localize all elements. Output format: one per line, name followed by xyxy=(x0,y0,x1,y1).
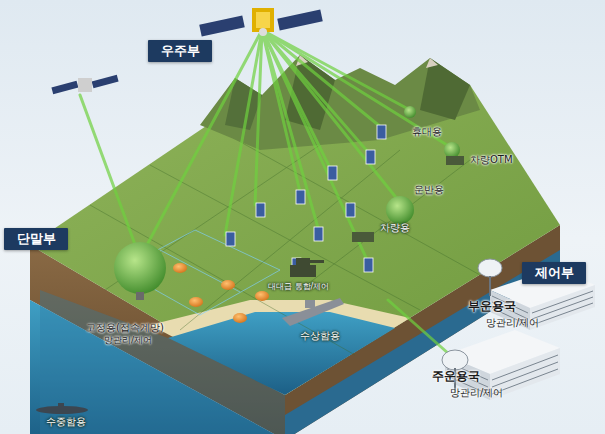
segment-label: 우주부 xyxy=(148,43,212,59)
part-label: 망관리/제어 xyxy=(450,387,503,399)
part-label: 운반용 xyxy=(414,184,444,196)
part-label: 고정용(접속계망) xyxy=(86,322,164,334)
segment-label: 제어부 xyxy=(522,265,586,281)
segment-label-box: 우주부 xyxy=(148,40,212,62)
part-label: 휴대용 xyxy=(412,126,442,138)
part-label: 망관리/제어 xyxy=(104,335,152,345)
segment-label-box: 단말부 xyxy=(4,228,68,250)
part-label: 주운용국 xyxy=(432,370,480,384)
part-label: 부운용국 xyxy=(468,300,516,314)
segment-label-box: 제어부 xyxy=(522,262,586,284)
part-label: 대대급 통합/제어 xyxy=(268,282,329,291)
part-label: 차량OTM xyxy=(470,154,513,166)
part-label: 수상함용 xyxy=(300,330,340,342)
part-label: 수중함용 xyxy=(46,416,86,428)
part-label: 차량용 xyxy=(380,222,410,234)
part-label: 망관리/제어 xyxy=(486,317,539,329)
segment-label: 단말부 xyxy=(4,231,68,247)
